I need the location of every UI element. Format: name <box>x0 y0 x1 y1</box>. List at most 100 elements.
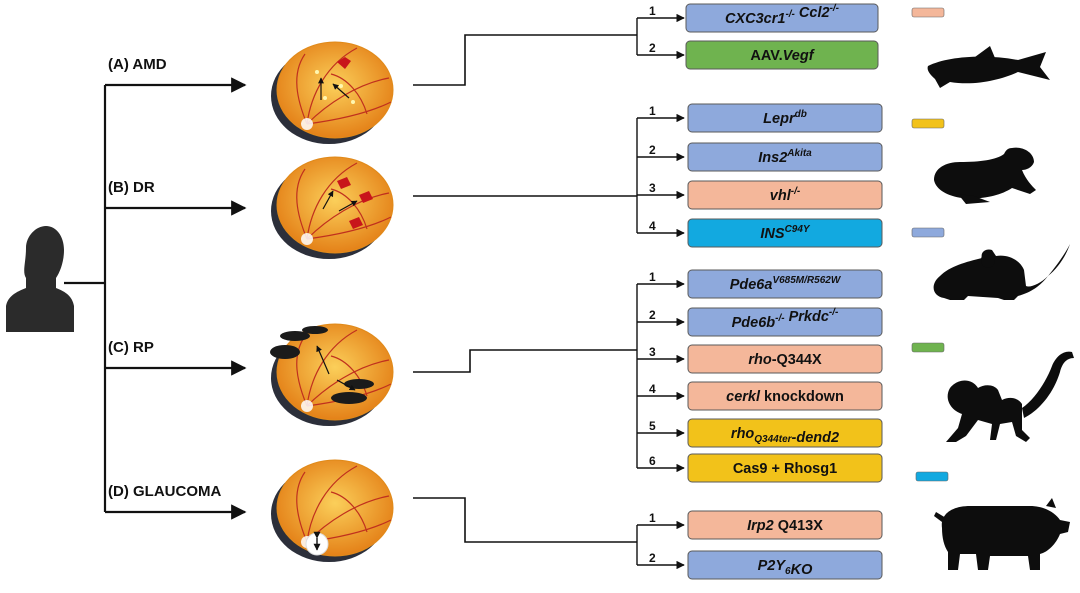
disease-labels: (A) AMD(B) DR(C) RP(D) GLAUCOMA <box>108 56 221 500</box>
model-label: CXC3cr1-/- Ccl2-/- <box>725 3 840 27</box>
legend-swatch-frog <box>911 118 945 129</box>
legend-swatch-zebrafish <box>911 7 945 18</box>
model-number: 2 <box>649 143 656 157</box>
model-label-segment: Pde6b <box>732 315 776 331</box>
model-box-frog <box>687 418 883 448</box>
model-label-segment: Q344ter <box>754 434 792 445</box>
model-label: Pde6b-/- Prkdc-/- <box>732 307 839 331</box>
model-label-segment: vhl <box>770 188 792 204</box>
person-silhouette-icon <box>6 226 74 332</box>
disease-tree-lines <box>64 77 247 520</box>
model-number: 5 <box>649 419 656 433</box>
model-label: Pde6aV685M/R562W <box>730 275 842 293</box>
model-label-segment: -/- <box>791 186 801 197</box>
species-legend <box>911 7 949 482</box>
model-number: 2 <box>649 308 656 322</box>
fundus-images <box>270 41 394 562</box>
fish-silhouette-icon <box>927 46 1050 88</box>
model-label-segment: -/- <box>785 9 795 20</box>
model-label-segment: Irp2 <box>747 518 774 534</box>
model-number: 1 <box>649 4 656 18</box>
model-label-segment: INS <box>760 226 785 242</box>
model-label-segment: -dend2 <box>792 430 840 446</box>
model-label: rho-Q344X <box>748 352 822 368</box>
model-number: 2 <box>649 41 656 55</box>
model-label-segment: C94Y <box>785 224 811 235</box>
legend-swatch-primate <box>911 342 945 353</box>
pig-silhouette-icon <box>934 498 1070 570</box>
model-label-segment: db <box>795 109 807 120</box>
model-number: 1 <box>649 270 656 284</box>
model-label-segment: Q413X <box>774 518 823 534</box>
fundus-glaucoma-icon <box>271 459 394 562</box>
model-label-segment: -/- <box>830 3 840 14</box>
frog-silhouette-icon <box>934 147 1036 204</box>
model-label-segment: 6 <box>785 566 791 577</box>
disease-label: (C) RP <box>108 339 154 356</box>
model-label: P2Y6KO <box>758 558 813 578</box>
model-box-mouse <box>687 550 883 580</box>
model-label-segment: -/- <box>829 307 839 318</box>
model-label: INSC94Y <box>760 224 811 242</box>
model-number: 6 <box>649 454 656 468</box>
model-label-segment: -/- <box>775 313 785 324</box>
model-label-segment: Ccl2 <box>795 5 830 21</box>
model-label-segment: CXC3cr1 <box>725 11 785 27</box>
model-box-zebrafish <box>687 381 883 411</box>
model-box-primate <box>685 40 879 70</box>
model-label-segment: V685M/R562W <box>772 275 841 286</box>
model-number: 3 <box>649 345 656 359</box>
mouse-silhouette-icon <box>933 244 1070 300</box>
model-box-zebrafish <box>687 510 883 540</box>
model-label: vhl-/- <box>770 186 801 204</box>
model-box-mouse <box>685 3 879 33</box>
model-box-mouse <box>687 103 883 133</box>
model-label: cerkl knockdown <box>726 389 844 405</box>
model-label-segment: -Q344X <box>772 352 822 368</box>
model-number: 1 <box>649 511 656 525</box>
model-box-mouse <box>687 307 883 337</box>
branch-connectors <box>413 34 637 543</box>
model-number: 4 <box>649 382 656 396</box>
model-label-segment: Pde6a <box>730 277 773 293</box>
model-label: AAV.Vegf <box>750 48 815 64</box>
model-box-mouse <box>687 142 883 172</box>
model-box-mouse <box>687 269 883 299</box>
legend-swatch-pig <box>915 471 949 482</box>
model-label-segment: rho <box>731 426 755 442</box>
model-boxes: CXC3cr1-/- Ccl2-/-AAV.VegfLeprdbIns2Akit… <box>685 3 883 580</box>
model-label-segment: Akita <box>786 148 812 159</box>
model-label-segment: Vegf <box>783 48 816 64</box>
model-label-segment: Cas9 + Rhosg1 <box>733 461 837 477</box>
model-label-segment: Lepr <box>763 111 796 127</box>
monkey-silhouette-icon <box>946 351 1074 442</box>
model-number: 1 <box>649 104 656 118</box>
fundus-amd-icon <box>271 41 394 144</box>
model-label-segment: Ins2 <box>758 150 787 166</box>
disease-label: (B) DR <box>108 179 155 196</box>
model-box-zebrafish <box>687 180 883 210</box>
model-label-segment: Prkdc <box>785 309 829 325</box>
model-branches: 1 2 1 2 3 4 1 2 3 4 5 6 1 2 <box>636 4 685 570</box>
model-label: Leprdb <box>763 109 807 127</box>
model-box-pig <box>687 218 883 248</box>
model-box-zebrafish <box>687 344 883 374</box>
model-label: Irp2 Q413X <box>747 518 823 534</box>
fundus-rp-icon <box>270 323 394 426</box>
model-label-segment: KO <box>791 562 813 578</box>
model-number: 4 <box>649 219 656 233</box>
model-label: rhoQ344ter-dend2 <box>731 426 839 446</box>
model-label: Cas9 + Rhosg1 <box>733 461 837 477</box>
disease-label: (A) AMD <box>108 56 167 73</box>
model-number: 3 <box>649 181 656 195</box>
model-label: Ins2Akita <box>758 148 812 166</box>
model-box-frog <box>687 453 883 483</box>
model-label-segment: knockdown <box>760 389 844 405</box>
model-label-segment: rho <box>748 352 772 368</box>
legend-swatch-mouse <box>911 227 945 238</box>
model-number: 2 <box>649 551 656 565</box>
model-label-segment: P2Y <box>758 558 787 574</box>
model-label-segment: AAV. <box>750 48 782 64</box>
